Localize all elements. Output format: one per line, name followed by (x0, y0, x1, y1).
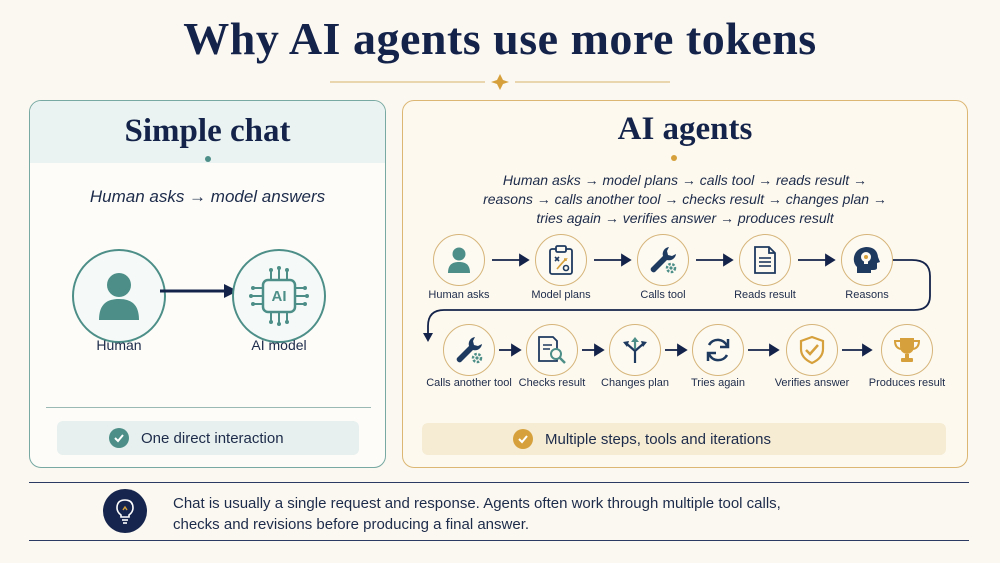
simple-chat-flow: Human asks → model answers (89, 187, 326, 206)
simple-chat-title: Simple chat (124, 113, 291, 149)
lightbulb-icon (116, 499, 134, 524)
page-title: Why AI agents use more tokens (183, 13, 817, 64)
check-icon (109, 428, 129, 448)
simple-chat-header (30, 101, 385, 163)
step-label-tries-again: Tries again (690, 377, 745, 389)
footer-bulb-badge (103, 489, 147, 533)
footer-top-rule (29, 482, 969, 483)
head-lightbulb-icon (853, 247, 880, 273)
shield-check-icon (799, 335, 825, 365)
step-label-calls-tool: Calls tool (640, 289, 686, 301)
step-reads-result (739, 234, 791, 286)
step-label-reasons: Reasons (845, 289, 889, 301)
step-produces-result (881, 324, 933, 376)
step-label-changes-plan: Changes plan (601, 377, 669, 389)
ai-model-circle: AI (232, 249, 326, 343)
flow-line-3: tries again → verifies answer → produces… (536, 210, 834, 226)
step-changes-plan (609, 324, 661, 376)
ai-chip-text: AI (271, 287, 287, 305)
step-label-model-plans: Model plans (531, 289, 591, 301)
flow-line-2: reasons → calls another tool → checks re… (483, 191, 887, 207)
multiple-steps-text: Multiple steps, tools and iterations (545, 430, 771, 448)
header-dot (205, 156, 211, 162)
ai-agents-title: AI agents (617, 111, 753, 147)
title-divider (330, 74, 670, 90)
document-icon (754, 246, 776, 274)
multiple-steps-badge: Multiple steps, tools and iterations (422, 423, 946, 455)
flow-line-1: Human asks → model plans → calls tool → … (502, 172, 868, 188)
footer-line-1: Chat is usually a single request and res… (173, 495, 781, 512)
one-interaction-badge: One direct interaction (57, 421, 359, 455)
refresh-icon (706, 338, 730, 362)
chat-arrow (160, 284, 238, 298)
ai-model-label: AI model (251, 337, 307, 353)
step-tries-again (692, 324, 744, 376)
step-label-reads-result: Reads result (734, 289, 796, 301)
trophy-icon (893, 338, 921, 362)
document-magnifier-icon (538, 336, 566, 364)
simple-chat-panel: Simple chat Human asks → model answers H… (29, 100, 386, 468)
left-divider (46, 407, 371, 408)
step-checks-result (526, 324, 578, 376)
header-dot (671, 155, 677, 161)
step-verifies-answer (786, 324, 838, 376)
ai-chip-icon: AI (249, 266, 309, 326)
person-icon (448, 247, 470, 273)
person-icon (99, 273, 139, 320)
step-calls-tool (637, 234, 689, 286)
step-label-verifies-answer: Verifies answer (774, 377, 850, 389)
ai-agents-flow: Human asks → model plans → calls tool → … (403, 171, 967, 228)
footer-line-2: checks and revisions before producing a … (173, 516, 530, 533)
clipboard-plan-icon (549, 245, 573, 275)
step-label-human-asks: Human asks (428, 289, 490, 301)
footer-note: Chat is usually a single request and res… (173, 493, 781, 535)
step-calls-another-tool (443, 324, 495, 376)
step-label-checks-result: Checks result (518, 377, 586, 389)
wrench-gear-icon (650, 247, 677, 274)
one-interaction-text: One direct interaction (141, 429, 284, 447)
human-label: Human (96, 337, 142, 353)
step-model-plans (535, 234, 587, 286)
wrench-gear-icon (456, 337, 483, 364)
footer-bottom-rule (29, 540, 969, 541)
step-label-produces-result: Produces result (868, 377, 946, 389)
check-icon (513, 429, 533, 449)
human-circle (72, 249, 166, 343)
step-label-calls-another-tool: Calls another tool (426, 377, 512, 389)
step-reasons (841, 234, 893, 286)
branch-arrows-icon (623, 337, 647, 363)
step-human-asks (433, 234, 485, 286)
